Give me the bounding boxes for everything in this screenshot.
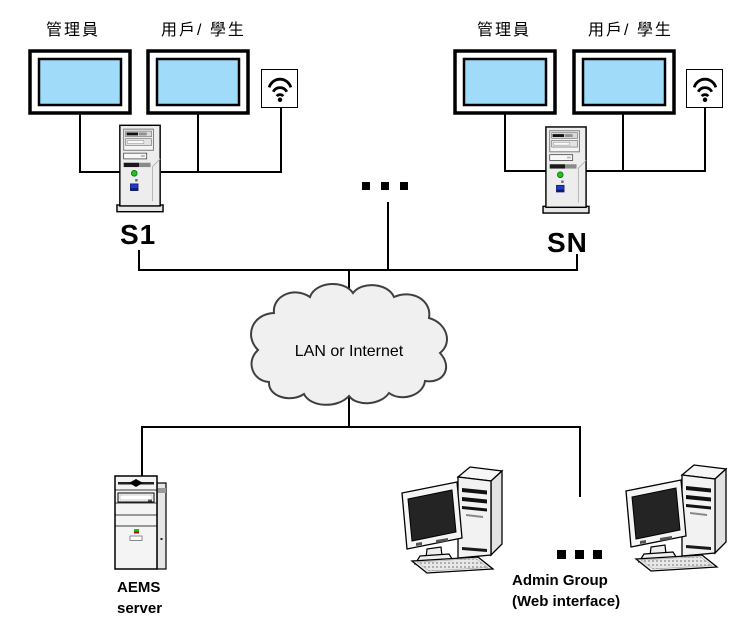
cloud-shape bbox=[250, 283, 448, 406]
workstation-icon-1 bbox=[401, 466, 504, 574]
site1-name-label: S1 bbox=[120, 219, 157, 250]
siteN-admin-label: 管理員 bbox=[477, 22, 532, 39]
monitor-screen bbox=[155, 57, 241, 107]
monitor-icon-siteN-user bbox=[572, 49, 676, 115]
ellipsis-sites-icon bbox=[362, 182, 408, 190]
status-led-red bbox=[134, 531, 139, 534]
siteN-user-label: 用戶/ 學生 bbox=[588, 22, 673, 39]
admin-group-label: Admin Group (Web interface) bbox=[512, 570, 620, 612]
cloud-label: LAN or Internet bbox=[294, 343, 404, 360]
aems-label-line1: AEMS bbox=[117, 579, 161, 596]
admin-group-label-line1: Admin Group bbox=[512, 572, 608, 589]
server-icon-aems bbox=[114, 475, 167, 570]
power-led bbox=[557, 171, 564, 179]
wifi-access-point-siteN bbox=[686, 69, 723, 108]
monitor-screen bbox=[462, 57, 548, 107]
admin-group-label-line2: (Web interface) bbox=[512, 593, 621, 610]
tape-drive-slot bbox=[129, 479, 143, 487]
wifi-access-point-site1 bbox=[261, 69, 298, 108]
monitor-screen bbox=[581, 57, 667, 107]
aems-server-label: AEMS server bbox=[117, 577, 162, 619]
monitor-icon-siteN-admin bbox=[453, 49, 557, 115]
monitor-screen bbox=[37, 57, 123, 107]
tower-pc-icon-sn bbox=[542, 126, 590, 214]
monitor-icon-site1-user bbox=[146, 49, 250, 115]
crt-screen bbox=[407, 489, 457, 542]
site1-admin-label: 管理員 bbox=[46, 22, 101, 39]
site1-user-label: 用戶/ 學生 bbox=[161, 22, 246, 39]
workstation-icon-2 bbox=[625, 464, 728, 572]
status-led-green bbox=[134, 529, 139, 532]
tower-pc-icon-s1 bbox=[116, 124, 164, 213]
aems-label-line2: server bbox=[117, 600, 163, 617]
siteN-name-label: SN bbox=[547, 227, 588, 258]
monitor-icon-site1-admin bbox=[28, 49, 132, 115]
crt-screen bbox=[631, 487, 681, 540]
power-led bbox=[131, 170, 138, 177]
ellipsis-admins-icon bbox=[557, 550, 602, 559]
wifi-icon bbox=[692, 77, 717, 102]
wifi-icon bbox=[267, 77, 292, 102]
server-button bbox=[129, 535, 143, 541]
